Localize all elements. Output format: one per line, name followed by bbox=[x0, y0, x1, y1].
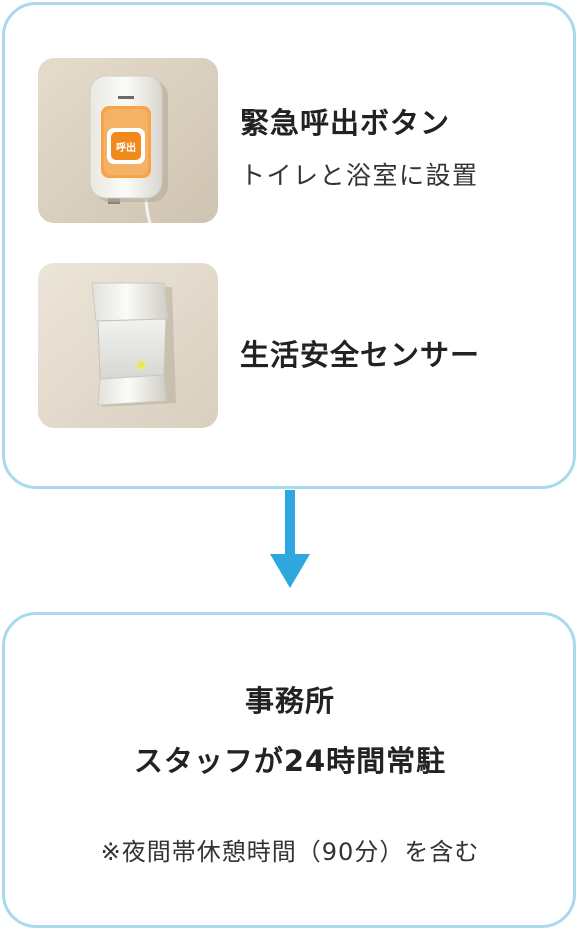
life-safety-sensor-photo bbox=[38, 263, 218, 428]
call-button-label: 呼出 bbox=[116, 141, 136, 154]
arrow-down-icon bbox=[270, 490, 310, 588]
life-sensor-title: 生活安全センサー bbox=[240, 338, 481, 372]
emergency-button-title: 緊急呼出ボタン bbox=[240, 106, 451, 140]
office-note: ※夜間帯休憩時間（90分）を含む bbox=[100, 838, 480, 866]
office-panel bbox=[2, 612, 576, 928]
emergency-call-button-photo: 呼出 bbox=[38, 58, 218, 223]
staff-availability: スタッフが24時間常駐 bbox=[133, 744, 447, 778]
office-title: 事務所 bbox=[244, 684, 335, 718]
emergency-button-subtitle: トイレと浴室に設置 bbox=[240, 161, 479, 190]
